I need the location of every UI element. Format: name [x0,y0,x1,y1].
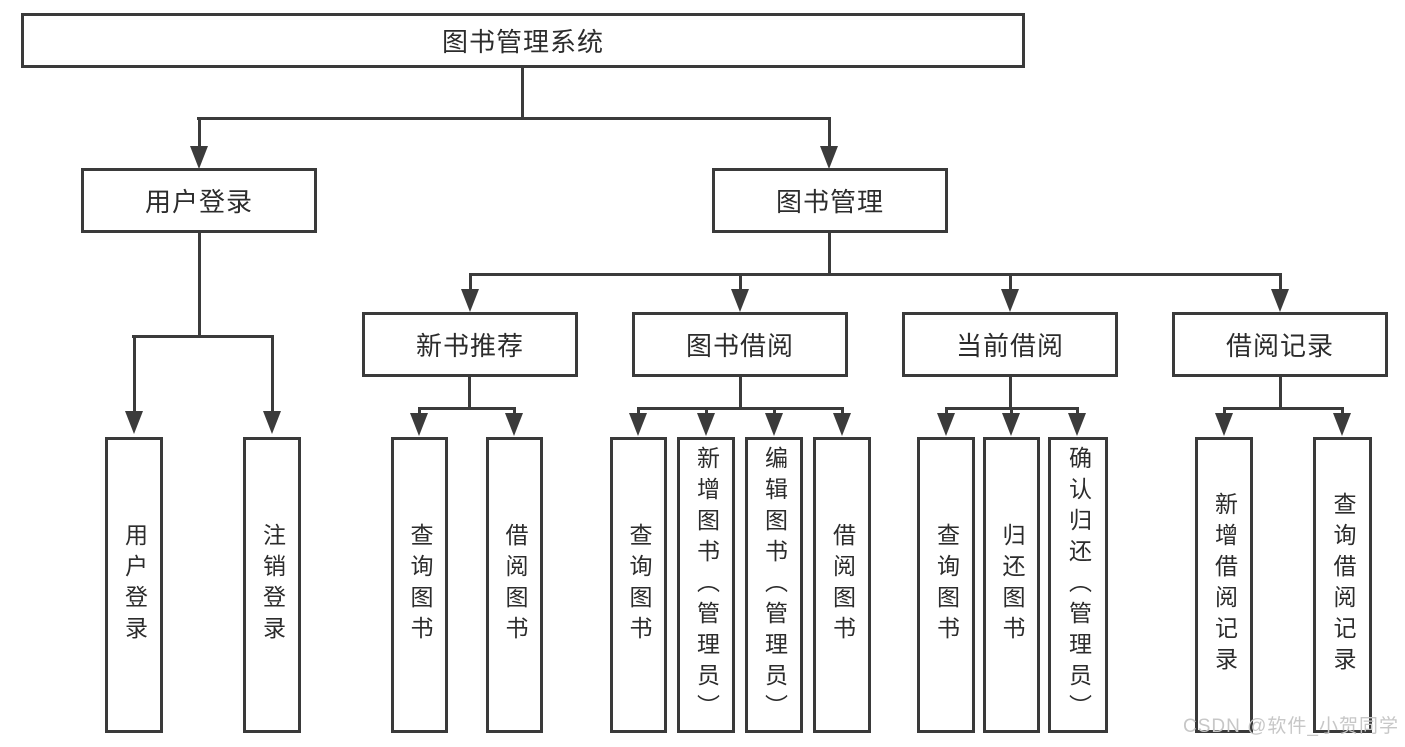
node-book-management: 图书管理 [712,168,948,233]
node-leaf-bb-borrow-books-label: 借阅图书 [829,523,856,647]
node-new-book-recommend-label: 新书推荐 [415,331,524,361]
connector-user-login-stem [198,232,201,338]
node-leaf-cb-confirm-return-admin-label: 确认归还（管理员） [1065,445,1092,725]
node-leaf-cb-return-books-label: 归还图书 [999,523,1025,647]
node-leaf-nbr-borrow-books-label: 借阅图书 [502,523,528,647]
connector-to-book-management [828,117,831,150]
arrow-down-icon [1068,413,1086,436]
arrow-down-icon [731,289,749,312]
arrow-down-icon [263,411,281,434]
node-current-borrowing: 当前借阅 [902,312,1118,377]
node-current-borrowing-label: 当前借阅 [955,331,1064,361]
connector-leaf-stub [513,407,516,415]
node-leaf-bb-edit-books-admin: 编辑图书（管理员） [745,437,803,733]
node-leaf-br-query-borrowing-record-label: 查询借阅记录 [1330,492,1356,678]
connector-leaf-stub [841,407,844,415]
arrow-down-icon [1001,289,1019,312]
connector-new-book-recommend-stem [468,376,471,410]
arrow-down-icon [1215,413,1233,436]
arrow-down-icon [833,413,851,436]
connector-leaf-stub [945,407,948,415]
node-leaf-bb-query-books-label: 查询图书 [626,523,652,647]
arrow-down-icon [410,413,428,436]
connector-to-new-book-recommend [469,273,472,293]
connector-new-book-recommend-split [418,407,516,410]
connector-leaf-stub [1341,407,1344,415]
connector-book-borrowing-split [637,407,844,410]
arrow-down-icon [461,289,479,312]
node-leaf-user-login-label: 用户登录 [121,523,148,647]
connector-leaf-stub [1223,407,1226,415]
node-leaf-nbr-query-books-label: 查询图书 [407,523,433,647]
node-leaf-logout-label: 注销登录 [259,523,286,647]
node-new-book-recommend: 新书推荐 [362,312,578,377]
node-leaf-cb-return-books: 归还图书 [983,437,1040,733]
arrow-down-icon [1271,289,1289,312]
node-borrowing-records: 借阅记录 [1172,312,1388,377]
node-leaf-bb-add-books-admin-label: 新增图书（管理员） [693,445,720,725]
connector-leaf-stub [773,407,776,415]
connector-book-borrowing-stem [739,376,742,410]
connector-to-user-login [198,117,201,150]
arrow-down-icon [505,413,523,436]
node-leaf-br-add-borrowing-record-label: 新增借阅记录 [1211,492,1238,678]
connector-borrowing-records-split [1223,407,1344,410]
node-leaf-bb-query-books: 查询图书 [610,437,667,733]
connector-to-login [133,335,136,413]
arrow-down-icon [629,413,647,436]
connector-book-management-stem [828,232,831,276]
connector-leaf-stub [1076,407,1079,415]
node-leaf-cb-confirm-return-admin: 确认归还（管理员） [1048,437,1108,733]
connector-root-stem [521,67,524,120]
node-leaf-logout: 注销登录 [243,437,301,733]
connector-to-book-borrowing [739,273,742,293]
connector-user-login-split [132,335,274,338]
connector-to-borrowing-records [1279,273,1282,293]
arrow-down-icon [937,413,955,436]
node-user-login: 用户登录 [81,168,317,233]
node-book-management-label: 图书管理 [775,187,884,217]
connector-book-management-split [469,273,1282,276]
arrow-down-icon [765,413,783,436]
node-borrowing-records-label: 借阅记录 [1225,331,1334,361]
csdn-watermark: CSDN @软件_小贺同学 [1183,716,1399,737]
node-leaf-cb-query-books-label: 查询图书 [933,523,960,647]
node-leaf-cb-query-books: 查询图书 [917,437,975,733]
arrow-down-icon [1333,413,1351,436]
connector-to-current-borrowing [1009,273,1012,293]
connector-leaf-stub [1010,407,1013,415]
connector-borrowing-records-stem [1279,376,1282,410]
node-book-borrowing: 图书借阅 [632,312,848,377]
node-leaf-br-add-borrowing-record: 新增借阅记录 [1195,437,1253,733]
connector-current-borrowing-stem [1009,376,1012,410]
node-leaf-nbr-query-books: 查询图书 [391,437,448,733]
arrow-down-icon [125,411,143,434]
node-leaf-bb-edit-books-admin-label: 编辑图书（管理员） [761,445,788,725]
node-book-borrowing-label: 图书借阅 [685,331,794,361]
arrow-down-icon [820,146,838,169]
connector-leaf-stub [418,407,421,415]
arrow-down-icon [697,413,715,436]
node-leaf-bb-add-books-admin: 新增图书（管理员） [677,437,735,733]
node-leaf-bb-borrow-books: 借阅图书 [813,437,871,733]
node-leaf-br-query-borrowing-record: 查询借阅记录 [1313,437,1372,733]
node-leaf-nbr-borrow-books: 借阅图书 [486,437,543,733]
connector-to-logout [271,335,274,413]
arrow-down-icon [190,146,208,169]
connector-leaf-stub [637,407,640,415]
node-root: 图书管理系统 [21,13,1025,68]
connector-root-split [197,117,831,120]
connector-leaf-stub [705,407,708,415]
node-leaf-user-login: 用户登录 [105,437,163,733]
node-root-label: 图书管理系统 [441,27,604,57]
arrow-down-icon [1002,413,1020,436]
node-user-login-label: 用户登录 [144,187,253,217]
